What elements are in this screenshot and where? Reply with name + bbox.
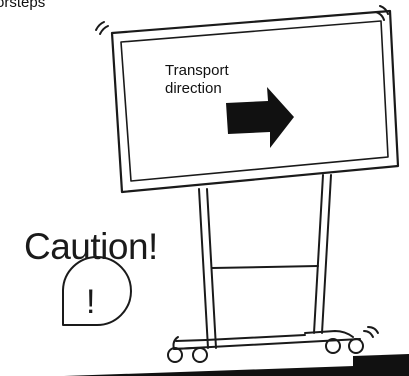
warning-bubble xyxy=(62,256,132,326)
exclamation-icon: ! xyxy=(86,283,96,321)
display-screen xyxy=(120,20,389,182)
vibration-marks-bottom-right-icon xyxy=(363,326,379,338)
transport-direction-label: Transport direction xyxy=(165,62,229,98)
floor-block xyxy=(353,354,409,376)
label-line-2: direction xyxy=(165,80,222,97)
label-line-1: Transport xyxy=(165,62,229,79)
display-frame xyxy=(110,9,400,194)
stand-crossbar xyxy=(211,265,319,269)
caution-text: Caution! xyxy=(24,226,158,267)
arrow-right-icon xyxy=(226,87,294,148)
caption-fragment: orsteps xyxy=(0,0,46,11)
wheels xyxy=(167,338,364,363)
stand-columns xyxy=(198,174,332,349)
vibration-marks-top-left-icon xyxy=(95,21,109,35)
floor-bar xyxy=(64,364,409,376)
